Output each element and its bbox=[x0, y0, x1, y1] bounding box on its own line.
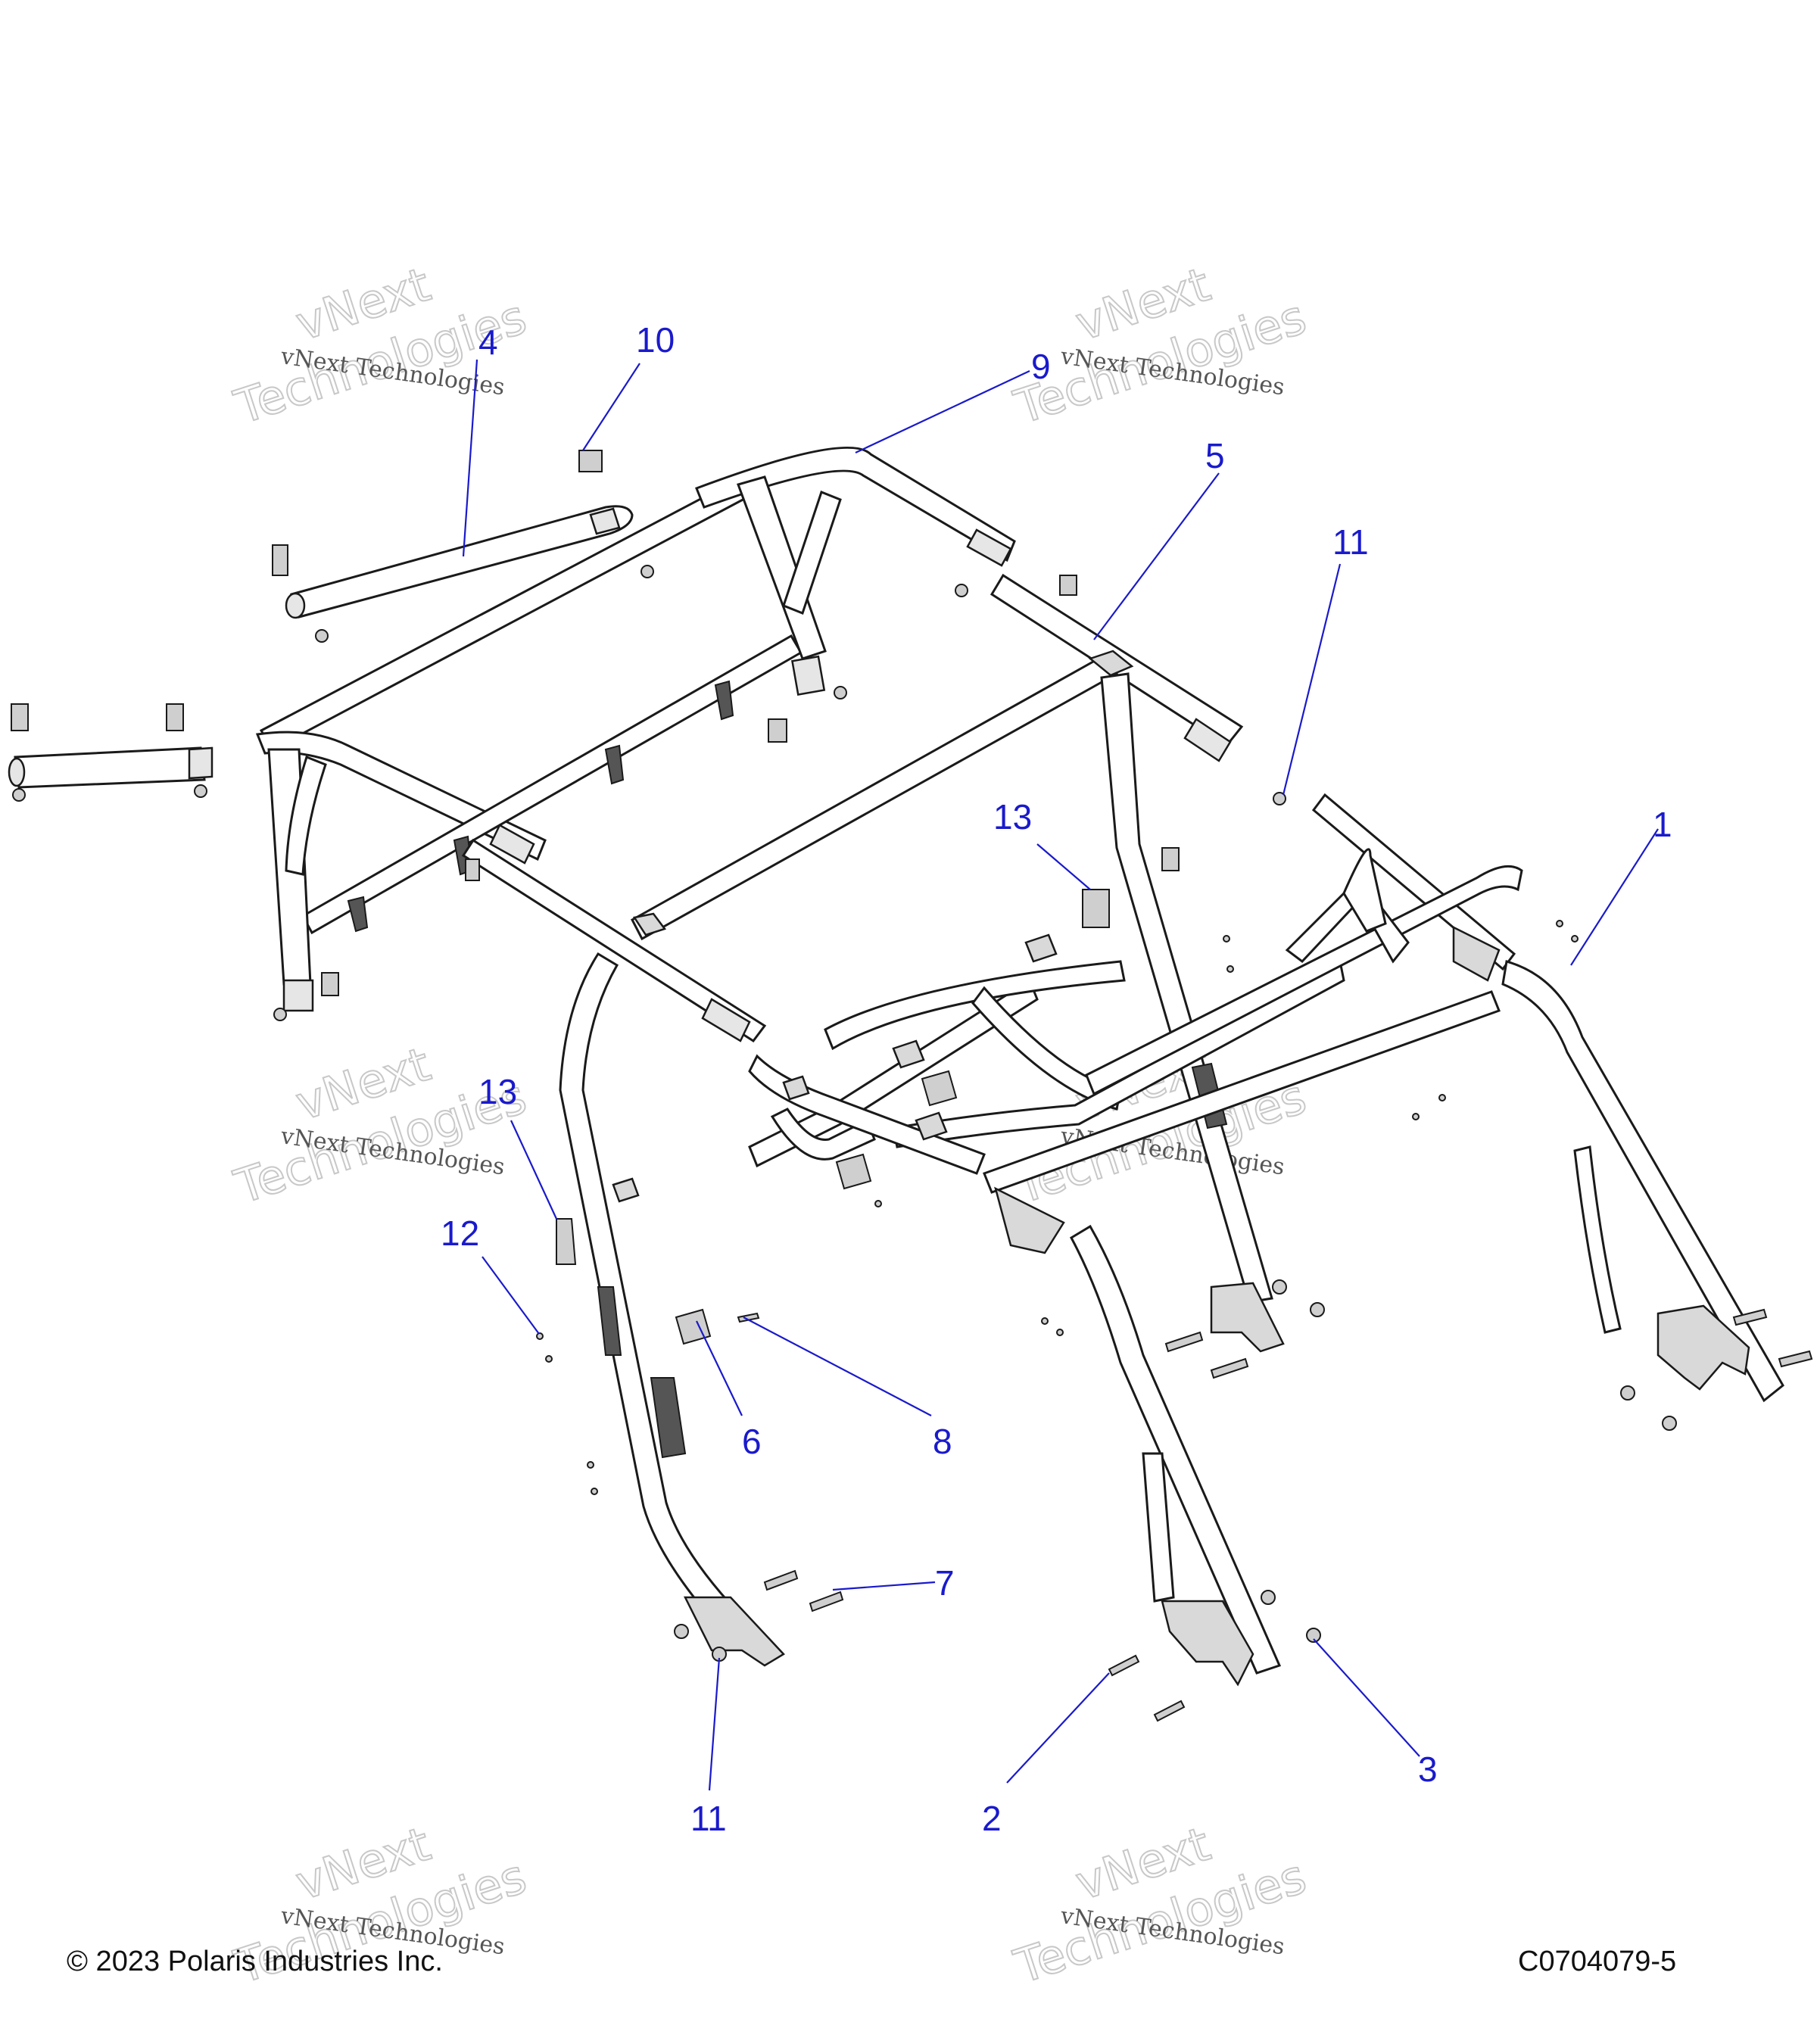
callout-13-top: 13 bbox=[993, 797, 1032, 837]
leader-2 bbox=[1006, 1672, 1110, 1784]
leader-12 bbox=[482, 1256, 540, 1335]
leader-7 bbox=[832, 1581, 936, 1591]
tube-part-4 bbox=[285, 505, 634, 619]
callout-6: 6 bbox=[742, 1422, 762, 1461]
leader-8 bbox=[743, 1316, 932, 1416]
roof-frame-part-9 bbox=[255, 447, 1016, 1043]
callout-4: 4 bbox=[478, 322, 498, 362]
leader-lines bbox=[462, 359, 1659, 1791]
leader-13-lower bbox=[510, 1120, 557, 1220]
callout-2: 2 bbox=[982, 1799, 1002, 1838]
watermark-bottom-right: vNext Technologies vNext Technologies bbox=[1007, 1815, 1313, 1996]
leader-13-top bbox=[1036, 843, 1091, 890]
callout-13-lower: 13 bbox=[478, 1072, 517, 1111]
callout-11-top: 11 bbox=[1332, 522, 1369, 562]
roof-rail-part-5 bbox=[630, 573, 1244, 941]
callout-8: 8 bbox=[933, 1422, 952, 1461]
front-hoop-center bbox=[1100, 672, 1285, 1353]
leader-5 bbox=[1093, 472, 1220, 640]
callout-5: 5 bbox=[1205, 436, 1225, 475]
bolt-part-2 bbox=[1108, 1654, 1140, 1677]
callout-12: 12 bbox=[441, 1214, 479, 1253]
callout-1: 1 bbox=[1653, 805, 1672, 844]
hardware bbox=[11, 450, 1813, 1722]
nut-part-3 bbox=[1306, 1628, 1321, 1643]
small-parts bbox=[556, 889, 1110, 1345]
guide-part-13-lower bbox=[556, 1218, 577, 1265]
callout-9: 9 bbox=[1031, 347, 1051, 386]
leader-9 bbox=[855, 370, 1030, 453]
leader-11-lower bbox=[708, 1657, 721, 1791]
leader-3 bbox=[1313, 1638, 1420, 1757]
callout-numbers: 4 10 9 5 11 1 13 13 12 6 8 7 11 2 3 bbox=[441, 320, 1672, 1838]
callout-7: 7 bbox=[935, 1563, 955, 1603]
callout-11-lower: 11 bbox=[690, 1799, 727, 1838]
guide-part-13 bbox=[1082, 889, 1110, 928]
watermark-top-right: vNext Technologies vNext Technologies bbox=[1007, 256, 1313, 436]
screw-part-12 bbox=[536, 1332, 544, 1340]
front-hoop-left bbox=[559, 952, 785, 1667]
watermark-mid-left: vNext Technologies vNext Technologies bbox=[227, 1036, 533, 1216]
callout-10: 10 bbox=[636, 320, 675, 360]
bolt-part-7 bbox=[809, 1591, 844, 1612]
bushing-part-6 bbox=[675, 1308, 712, 1345]
leader-11-top bbox=[1282, 563, 1342, 796]
fastener-part-10 bbox=[578, 450, 603, 472]
leader-4 bbox=[462, 359, 478, 557]
callout-3: 3 bbox=[1418, 1750, 1438, 1789]
floor-frame bbox=[612, 793, 1784, 1687]
diagram-code: C0704079-5 bbox=[1518, 1946, 1677, 1977]
leader-1 bbox=[1570, 828, 1659, 966]
loose-tube-left bbox=[8, 746, 213, 789]
leader-6 bbox=[696, 1320, 743, 1416]
screw-part-8 bbox=[737, 1312, 760, 1323]
copyright-text: © 2023 Polaris Industries Inc. bbox=[67, 1946, 443, 1977]
leader-10 bbox=[582, 363, 640, 451]
